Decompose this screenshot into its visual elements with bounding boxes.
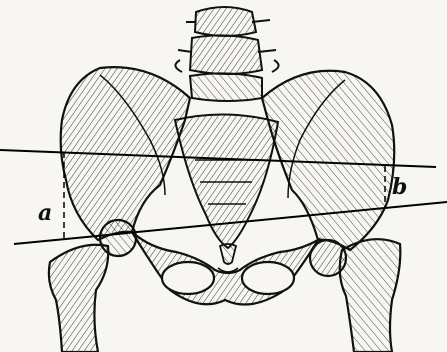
label-b: b (392, 174, 407, 200)
right-obturator-foramen (242, 262, 294, 294)
coccyx (220, 244, 236, 264)
label-a: a (38, 200, 52, 226)
lumbar-vertebrae (175, 7, 278, 101)
left-obturator-foramen (162, 262, 214, 294)
right-femur (310, 239, 400, 352)
sacrum (175, 114, 278, 248)
